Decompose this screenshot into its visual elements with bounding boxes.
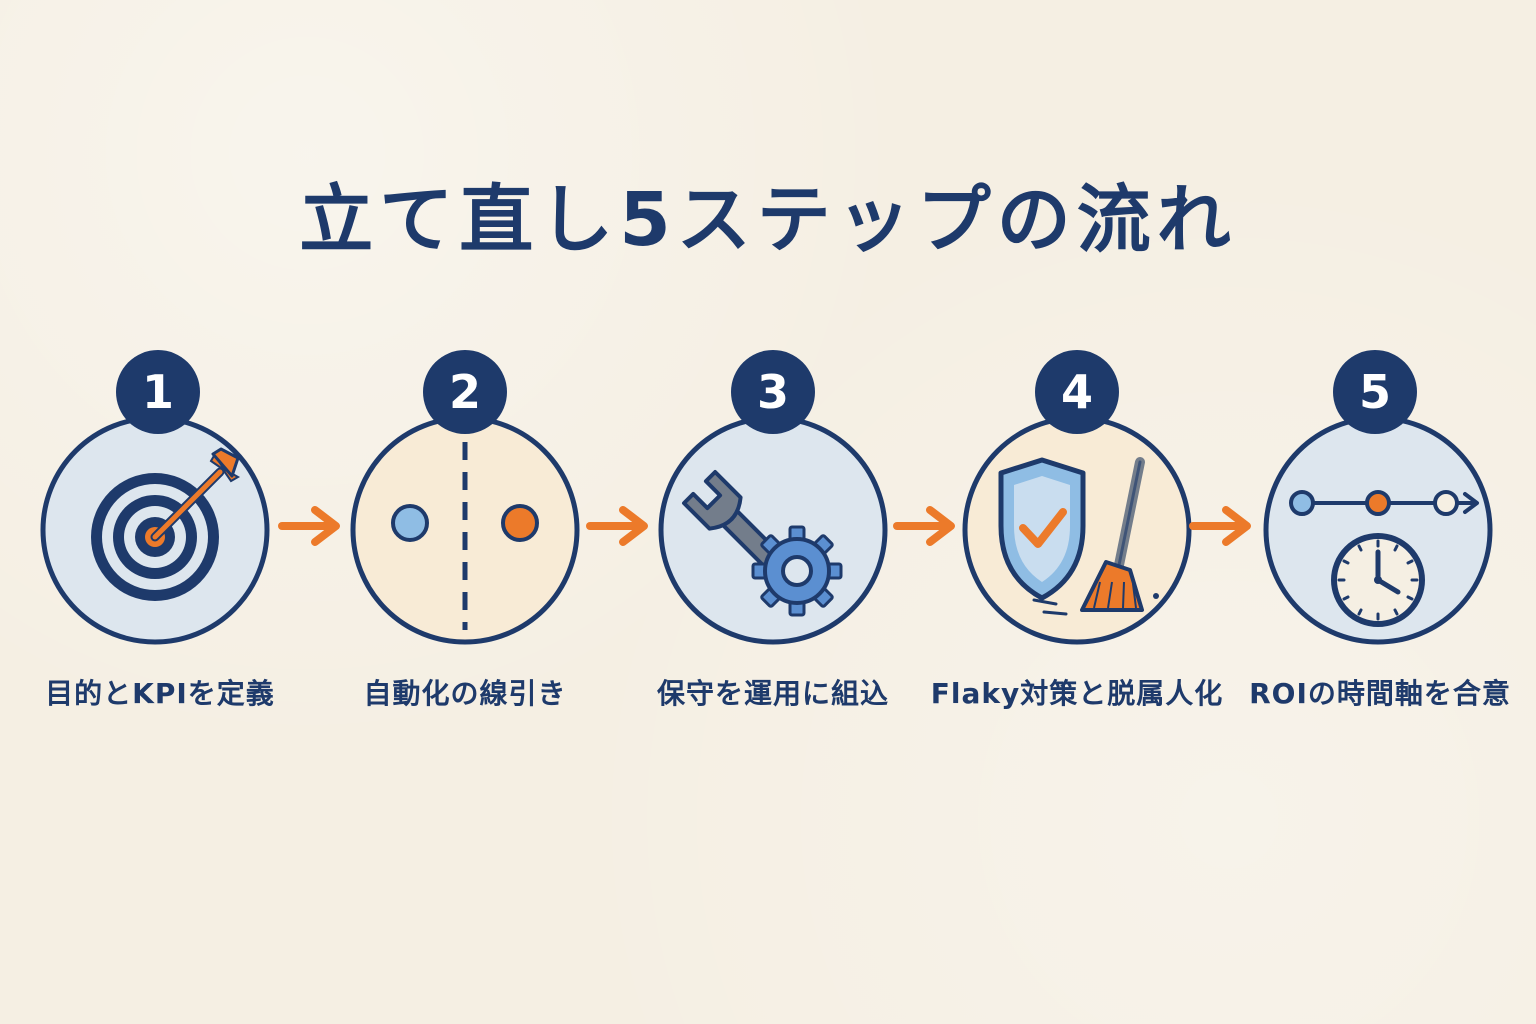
page-title: 立て直し5ステップの流れ: [299, 177, 1237, 263]
step-3-number-badge: [731, 350, 815, 434]
step-1: 1: [40, 350, 270, 645]
step-1-number: 1: [142, 365, 174, 419]
step-4-number: 4: [1061, 365, 1093, 419]
step-3-label: 保守を運用に組込: [656, 677, 889, 710]
step-4-number-badge: [1035, 350, 1119, 434]
step-4-label: Flaky対策と脱属人化: [930, 677, 1224, 710]
arrow-right-icon: [278, 506, 340, 546]
steps-diagram: 1 2: [0, 330, 1536, 750]
target-arrow-icon: [91, 447, 241, 601]
step-5: 5: [1263, 350, 1493, 645]
step-5-label: ROIの時間軸を合意: [1249, 677, 1511, 710]
clock-icon: [1331, 533, 1425, 627]
timeline-clock-icon: [1289, 490, 1479, 627]
shield-broom-icon: [998, 457, 1159, 616]
step-2-label: 自動化の線引き: [363, 677, 567, 710]
arrow-right-icon: [586, 506, 648, 546]
step-1-number-badge: [116, 350, 200, 434]
step-2-number-badge: [423, 350, 507, 434]
arrow-right-icon: [1189, 506, 1251, 546]
arrow-right-icon: [893, 506, 955, 546]
step-1-label: 目的とKPIを定義: [45, 677, 275, 710]
step-3: 3: [658, 350, 888, 645]
step-2: 2: [350, 350, 580, 645]
step-5-number-badge: [1333, 350, 1417, 434]
wrench-gear-icon: [682, 470, 843, 617]
step-4: 4: [962, 350, 1192, 645]
step-3-number: 3: [757, 365, 789, 419]
step-3-circle: [658, 415, 888, 645]
step-5-number: 5: [1359, 365, 1391, 419]
step-2-number: 2: [449, 365, 481, 419]
split-line-icon: [391, 442, 539, 630]
